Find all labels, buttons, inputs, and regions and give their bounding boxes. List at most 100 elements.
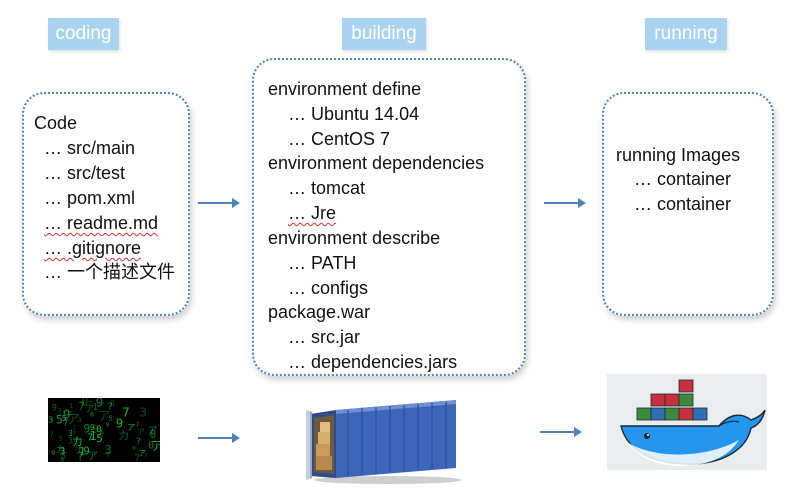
svg-text:カ: カ	[56, 444, 66, 456]
svg-text:?: ?	[75, 443, 78, 449]
build-line: package.war	[268, 302, 371, 322]
svg-text:7: 7	[87, 433, 93, 444]
svg-text:9: 9	[90, 422, 95, 432]
run-item: … container	[634, 169, 732, 189]
svg-text:3: 3	[60, 447, 66, 458]
svg-text:カ: カ	[72, 435, 84, 449]
svg-text:1: 1	[93, 403, 98, 413]
svg-text:9: 9	[106, 423, 109, 429]
arrow-right-icon	[540, 427, 582, 437]
svg-text:0: 0	[100, 430, 105, 439]
svg-text:0: 0	[148, 440, 154, 451]
svg-text:7: 7	[122, 406, 129, 420]
svg-text:カ: カ	[118, 428, 130, 442]
svg-text:9: 9	[110, 399, 115, 408]
svg-text:ア: ア	[138, 449, 146, 458]
svg-text:7: 7	[69, 411, 72, 417]
svg-text:3: 3	[104, 443, 112, 458]
build-line: … src.jar	[288, 327, 360, 347]
svg-text:0: 0	[132, 446, 136, 452]
svg-text:7: 7	[106, 451, 110, 459]
svg-text:5: 5	[96, 432, 103, 445]
build-line: … Jre	[288, 203, 337, 223]
svg-text:3: 3	[68, 429, 73, 438]
svg-text:?: ?	[144, 453, 147, 459]
svg-text:7: 7	[151, 433, 154, 439]
svg-text:7: 7	[78, 400, 85, 413]
svg-text:ア: ア	[87, 400, 93, 408]
svg-text:?: ?	[136, 436, 142, 447]
svg-text:3: 3	[68, 437, 73, 447]
svg-text:3: 3	[139, 405, 147, 420]
build-line: … tomcat	[288, 178, 366, 198]
svg-text:1: 1	[79, 446, 85, 458]
build-box: environment define … Ubuntu 14.04 … Cent…	[252, 58, 526, 376]
svg-text:3: 3	[78, 417, 82, 424]
code-item: … .gitignore	[44, 238, 142, 258]
svg-text:0: 0	[150, 428, 157, 441]
svg-text:3: 3	[99, 429, 103, 436]
svg-text:ア: ア	[85, 404, 95, 415]
code-box: Code … src/main … src/test … pom.xml … r…	[22, 92, 190, 316]
svg-text:5: 5	[56, 414, 63, 427]
svg-text:9: 9	[63, 408, 71, 423]
build-line: … PATH	[288, 253, 357, 273]
svg-text:1: 1	[73, 425, 76, 431]
svg-text:ア: ア	[67, 413, 80, 428]
svg-text:ア: ア	[98, 409, 111, 424]
svg-text:5: 5	[108, 414, 112, 423]
svg-text:ア: ア	[148, 425, 158, 436]
arrow-right-icon	[198, 433, 240, 443]
code-item: … 一个描述文件	[44, 262, 176, 282]
svg-text:5: 5	[59, 436, 63, 442]
svg-text:ア: ア	[127, 422, 135, 432]
svg-text:3: 3	[48, 415, 53, 425]
svg-text:7: 7	[136, 423, 139, 429]
svg-text:0: 0	[90, 410, 94, 418]
svg-text:1: 1	[69, 401, 73, 410]
svg-text:9: 9	[92, 422, 99, 436]
code-title: Code	[34, 113, 78, 133]
svg-text:5: 5	[61, 450, 66, 460]
build-line: … Ubuntu 14.04	[288, 104, 420, 124]
svg-text:?: ?	[72, 431, 75, 437]
stage-tag-running: running	[645, 18, 727, 50]
svg-text:1: 1	[89, 429, 96, 443]
svg-text:7: 7	[135, 454, 140, 462]
svg-text:5: 5	[61, 457, 64, 462]
arrow-right-icon	[544, 198, 586, 208]
build-line: … configs	[288, 278, 369, 298]
svg-text:5: 5	[62, 414, 67, 423]
run-item: … container	[634, 194, 732, 214]
arrow-right-icon	[198, 198, 240, 208]
build-line: … CentOS 7	[288, 129, 391, 149]
stage-tag-building: building	[342, 18, 426, 50]
svg-text:ア: ア	[151, 438, 160, 453]
code-item: … src/test	[44, 163, 126, 183]
svg-text:9: 9	[51, 449, 55, 457]
svg-text:?: ?	[107, 401, 113, 412]
svg-text:ア: ア	[87, 450, 98, 462]
build-line: environment define	[268, 79, 422, 99]
svg-text:7: 7	[63, 418, 68, 428]
svg-text:9: 9	[83, 421, 90, 435]
code-item: … src/main	[44, 138, 136, 158]
svg-text:?: ?	[57, 406, 62, 416]
svg-text:0: 0	[96, 425, 101, 435]
svg-text:9: 9	[116, 417, 123, 431]
svg-text:?: ?	[77, 449, 84, 462]
svg-text:9: 9	[96, 398, 104, 410]
run-box: running Images … container … container	[602, 92, 774, 316]
svg-text:カ: カ	[76, 446, 85, 457]
run-title: running Images	[616, 145, 741, 165]
svg-text:0: 0	[81, 398, 88, 409]
docker-whale-icon	[607, 374, 767, 470]
svg-text:7: 7	[81, 402, 85, 408]
code-item: … readme.md	[44, 213, 159, 233]
stage-tag-coding: coding	[48, 18, 119, 50]
svg-text:?: ?	[49, 431, 54, 440]
build-line: … dependencies.jars	[288, 352, 458, 372]
build-line: environment dependencies	[268, 153, 485, 173]
svg-text:9: 9	[83, 446, 89, 458]
